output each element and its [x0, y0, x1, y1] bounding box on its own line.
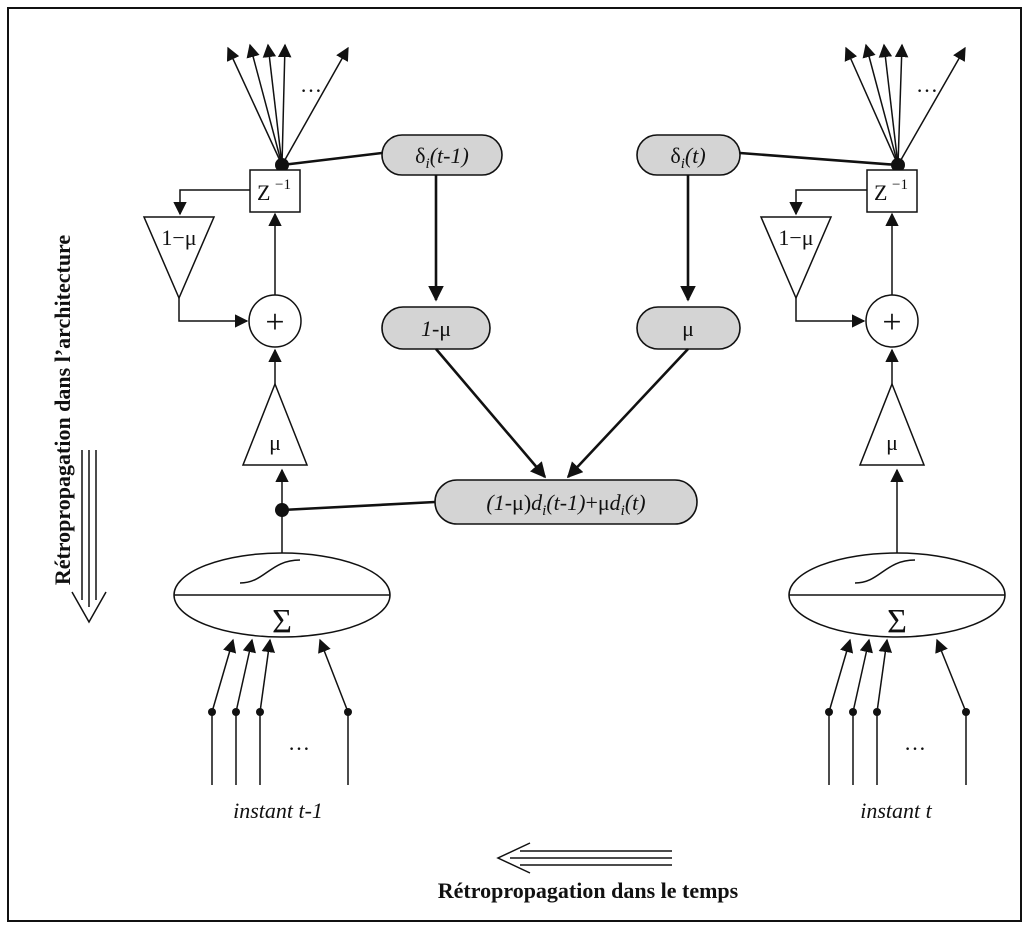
neuron-right: … Z −1 1−μ + μ Σ — [759, 43, 1006, 823]
combo-i-2: i — [621, 503, 625, 519]
delta-arg-right: (t) — [685, 143, 706, 168]
inputs-right: … — [825, 638, 970, 785]
delta-arg-left: (t-1) — [430, 143, 469, 168]
combo-plus: + — [585, 490, 597, 515]
delta-symbol-left: δ — [415, 143, 425, 168]
combo-t-2: (t) — [625, 490, 646, 515]
vertical-caption: Rétropropagation dans l’architecture — [50, 235, 107, 624]
neuron-body-right: Σ — [788, 552, 1006, 640]
weight-node-left: 1-μ — [381, 306, 491, 350]
adder-right: + — [865, 294, 919, 348]
neuron-body-left: Σ — [173, 552, 391, 640]
adder-symbol-right: + — [882, 304, 901, 341]
combo-d-2: d — [610, 490, 622, 515]
connector-delta-left — [281, 151, 383, 167]
mu-triangle-right: μ — [858, 381, 926, 466]
weight-one-left: 1 — [421, 316, 432, 341]
sigmoid-icon-left — [239, 559, 301, 584]
forget-gain-label-left: 1−μ — [161, 225, 196, 250]
time-caption-text: Rétropropagation dans le temps — [438, 878, 739, 903]
leftward-triple-arrow-icon — [496, 842, 672, 874]
inputs-ellipsis-right: … — [904, 730, 926, 755]
delta-index-right: i — [681, 156, 685, 172]
weight-label-right: μ — [682, 316, 694, 341]
forget-gain-triangle-left: 1−μ — [142, 216, 216, 300]
delay-exponent-left: −1 — [275, 177, 291, 193]
inputs-left: … — [208, 638, 352, 785]
mu-label-right: μ — [886, 430, 898, 455]
figure-frame — [7, 7, 1022, 922]
svg-text:δi(t): δi(t) — [670, 143, 705, 172]
adder-symbol-left: + — [265, 304, 284, 341]
neuron-left: … Z −1 1−μ + μ — [142, 43, 391, 823]
time-caption: Rétropropagation dans le temps — [438, 842, 739, 903]
weight-node-right: μ — [636, 306, 741, 350]
delay-label-right: Z — [874, 180, 887, 205]
delay-exponent-right: −1 — [892, 177, 908, 193]
weight-rest-left: -μ — [432, 316, 451, 341]
delta-node-right: δi(t) — [636, 134, 741, 176]
delay-label-left: Z — [257, 180, 270, 205]
svg-text:1-μ: 1-μ — [421, 316, 451, 341]
combo-part-1: (1- — [486, 490, 512, 515]
inputs-ellipsis-left: … — [288, 730, 310, 755]
forget-gain-triangle-right: 1−μ — [759, 216, 833, 300]
fanout-arrows-right: … — [844, 43, 966, 166]
svg-text:δi(t-1): δi(t-1) — [415, 143, 469, 172]
combo-i-1: i — [542, 503, 546, 519]
combo-d-1: d — [531, 490, 543, 515]
svg-text:(1-μ)di(t-1)+μdi(t): (1-μ)di(t-1)+μdi(t) — [486, 490, 645, 519]
delay-box-right: Z −1 — [866, 169, 918, 213]
connector-delta-right — [739, 151, 899, 167]
delay-box-left: Z −1 — [249, 169, 301, 213]
mu-label-left: μ — [269, 430, 281, 455]
time-label-right: instant t — [860, 798, 932, 823]
combination-node: (1-μ)di(t-1)+μdi(t) — [434, 479, 698, 525]
summation-symbol-left: Σ — [272, 603, 292, 640]
delta-node-left: δi(t-1) — [381, 134, 503, 176]
adder-left: + — [248, 294, 302, 348]
combo-t-1: (t-1) — [546, 490, 585, 515]
combo-part-2: ) — [524, 490, 531, 515]
mu-triangle-left: μ — [241, 381, 309, 466]
delta-symbol-right: δ — [670, 143, 680, 168]
connector-combination — [281, 500, 436, 512]
fanout-arrows-left: … — [226, 43, 349, 166]
architecture-caption: Rétropropagation dans l’architecture — [50, 235, 75, 586]
fanout-ellipsis-right: … — [916, 72, 938, 97]
fanout-ellipsis-left: … — [300, 72, 322, 97]
combo-mu-2: μ — [598, 490, 610, 515]
sigmoid-icon-right — [854, 559, 916, 584]
forget-gain-label-right: 1−μ — [778, 225, 813, 250]
summation-symbol-right: Σ — [887, 603, 907, 640]
time-label-left: instant t-1 — [233, 798, 323, 823]
combo-mu-1: μ — [512, 490, 524, 515]
delta-index-left: i — [426, 156, 430, 172]
downward-triple-arrow-icon — [71, 450, 107, 624]
